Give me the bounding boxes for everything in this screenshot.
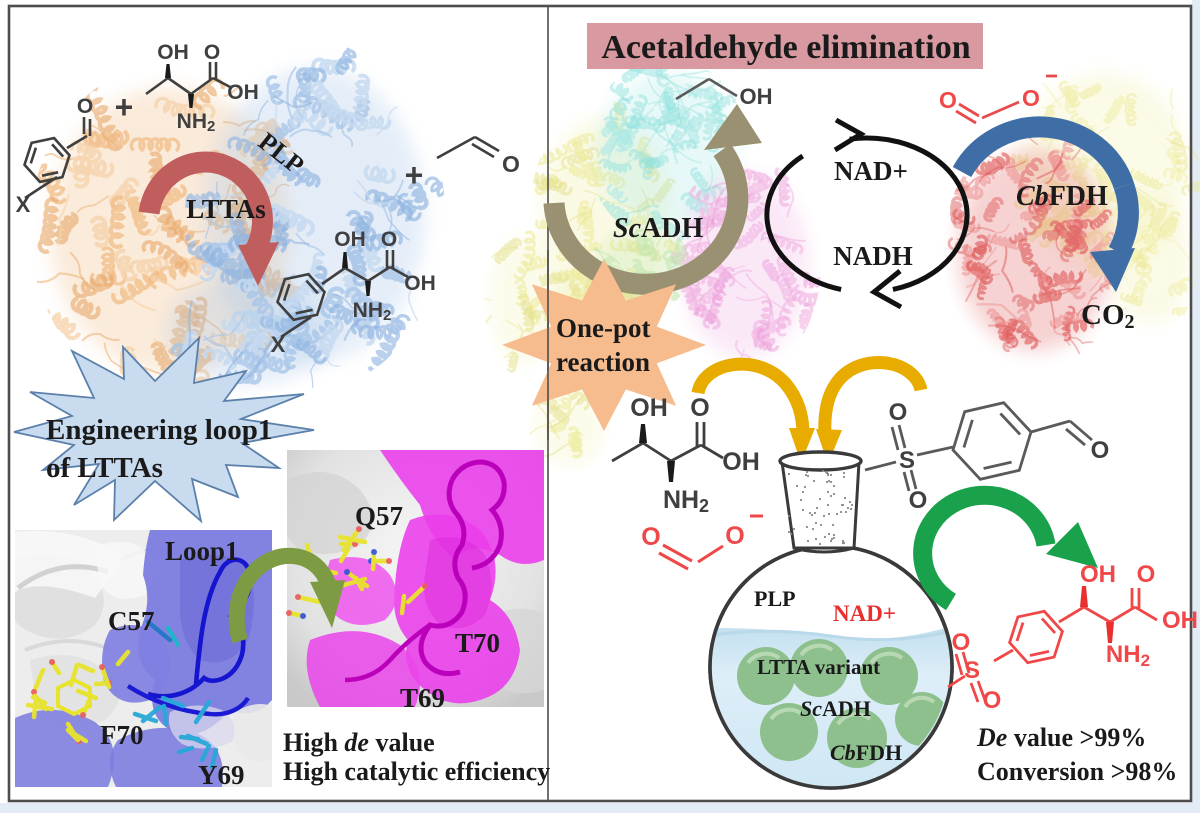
svg-text:NAD+: NAD+	[833, 601, 896, 626]
svg-text:ScADH: ScADH	[613, 213, 703, 244]
svg-text:reaction: reaction	[556, 347, 650, 377]
svg-text:ScADH: ScADH	[800, 696, 871, 721]
svg-text:One-pot: One-pot	[556, 313, 651, 343]
svg-text:OH: OH	[740, 84, 773, 109]
svg-text:CbFDH: CbFDH	[830, 740, 902, 765]
svg-text:LTTA variant: LTTA variant	[757, 655, 880, 679]
svg-text:T69: T69	[400, 683, 445, 713]
svg-text:S: S	[964, 657, 980, 684]
svg-text:C57: C57	[108, 606, 155, 636]
svg-text:T70: T70	[455, 628, 500, 658]
svg-text:O: O	[889, 399, 908, 426]
svg-text:S: S	[899, 447, 915, 474]
svg-text:NAD+: NAD+	[834, 156, 908, 186]
svg-text:CbFDH: CbFDH	[1016, 181, 1108, 212]
svg-text:O: O	[641, 523, 660, 551]
svg-text:O: O	[381, 228, 397, 251]
svg-text:OH: OH	[334, 228, 366, 251]
svg-text:O: O	[725, 522, 744, 550]
svg-text:OH: OH	[1162, 607, 1198, 634]
svg-text:O: O	[204, 41, 220, 64]
svg-text:Acetaldehyde elimination: Acetaldehyde elimination	[601, 29, 970, 66]
svg-text:O: O	[502, 151, 520, 177]
svg-text:De value >99%: De value >99%	[976, 723, 1146, 752]
svg-text:NADH: NADH	[833, 241, 913, 271]
svg-text:High de value: High de value	[283, 728, 435, 757]
svg-text:OH: OH	[630, 394, 668, 422]
svg-text:F70: F70	[100, 720, 144, 750]
svg-text:O: O	[952, 629, 971, 656]
svg-text:O: O	[939, 87, 957, 113]
svg-text:O: O	[983, 687, 1002, 714]
svg-text:Engineering loop1: Engineering loop1	[46, 414, 272, 446]
svg-text:High catalytic efficiency: High catalytic efficiency	[283, 757, 550, 786]
svg-text:OH: OH	[227, 81, 259, 104]
svg-text:of LTTAs: of LTTAs	[46, 452, 163, 484]
svg-text:OH: OH	[404, 272, 436, 295]
svg-text:O: O	[77, 95, 93, 118]
svg-text:OH: OH	[722, 448, 760, 476]
svg-text:LTTAs: LTTAs	[186, 194, 266, 224]
svg-text:O: O	[1137, 561, 1156, 588]
svg-text:OH: OH	[1080, 561, 1116, 588]
svg-text:+: +	[405, 157, 424, 193]
svg-text:Conversion >98%: Conversion >98%	[977, 757, 1177, 786]
svg-text:O: O	[1091, 437, 1110, 464]
svg-text:PLP: PLP	[754, 586, 796, 611]
svg-text:Loop1: Loop1	[165, 536, 239, 566]
svg-text:O: O	[1022, 85, 1040, 111]
svg-text:+: +	[115, 89, 134, 125]
svg-text:O: O	[690, 394, 709, 422]
svg-text:O: O	[909, 487, 928, 514]
svg-text:X: X	[16, 192, 31, 217]
svg-text:Y69: Y69	[198, 760, 245, 790]
svg-text:Q57: Q57	[355, 501, 403, 531]
svg-text:OH: OH	[157, 41, 189, 64]
svg-text:X: X	[271, 332, 286, 357]
